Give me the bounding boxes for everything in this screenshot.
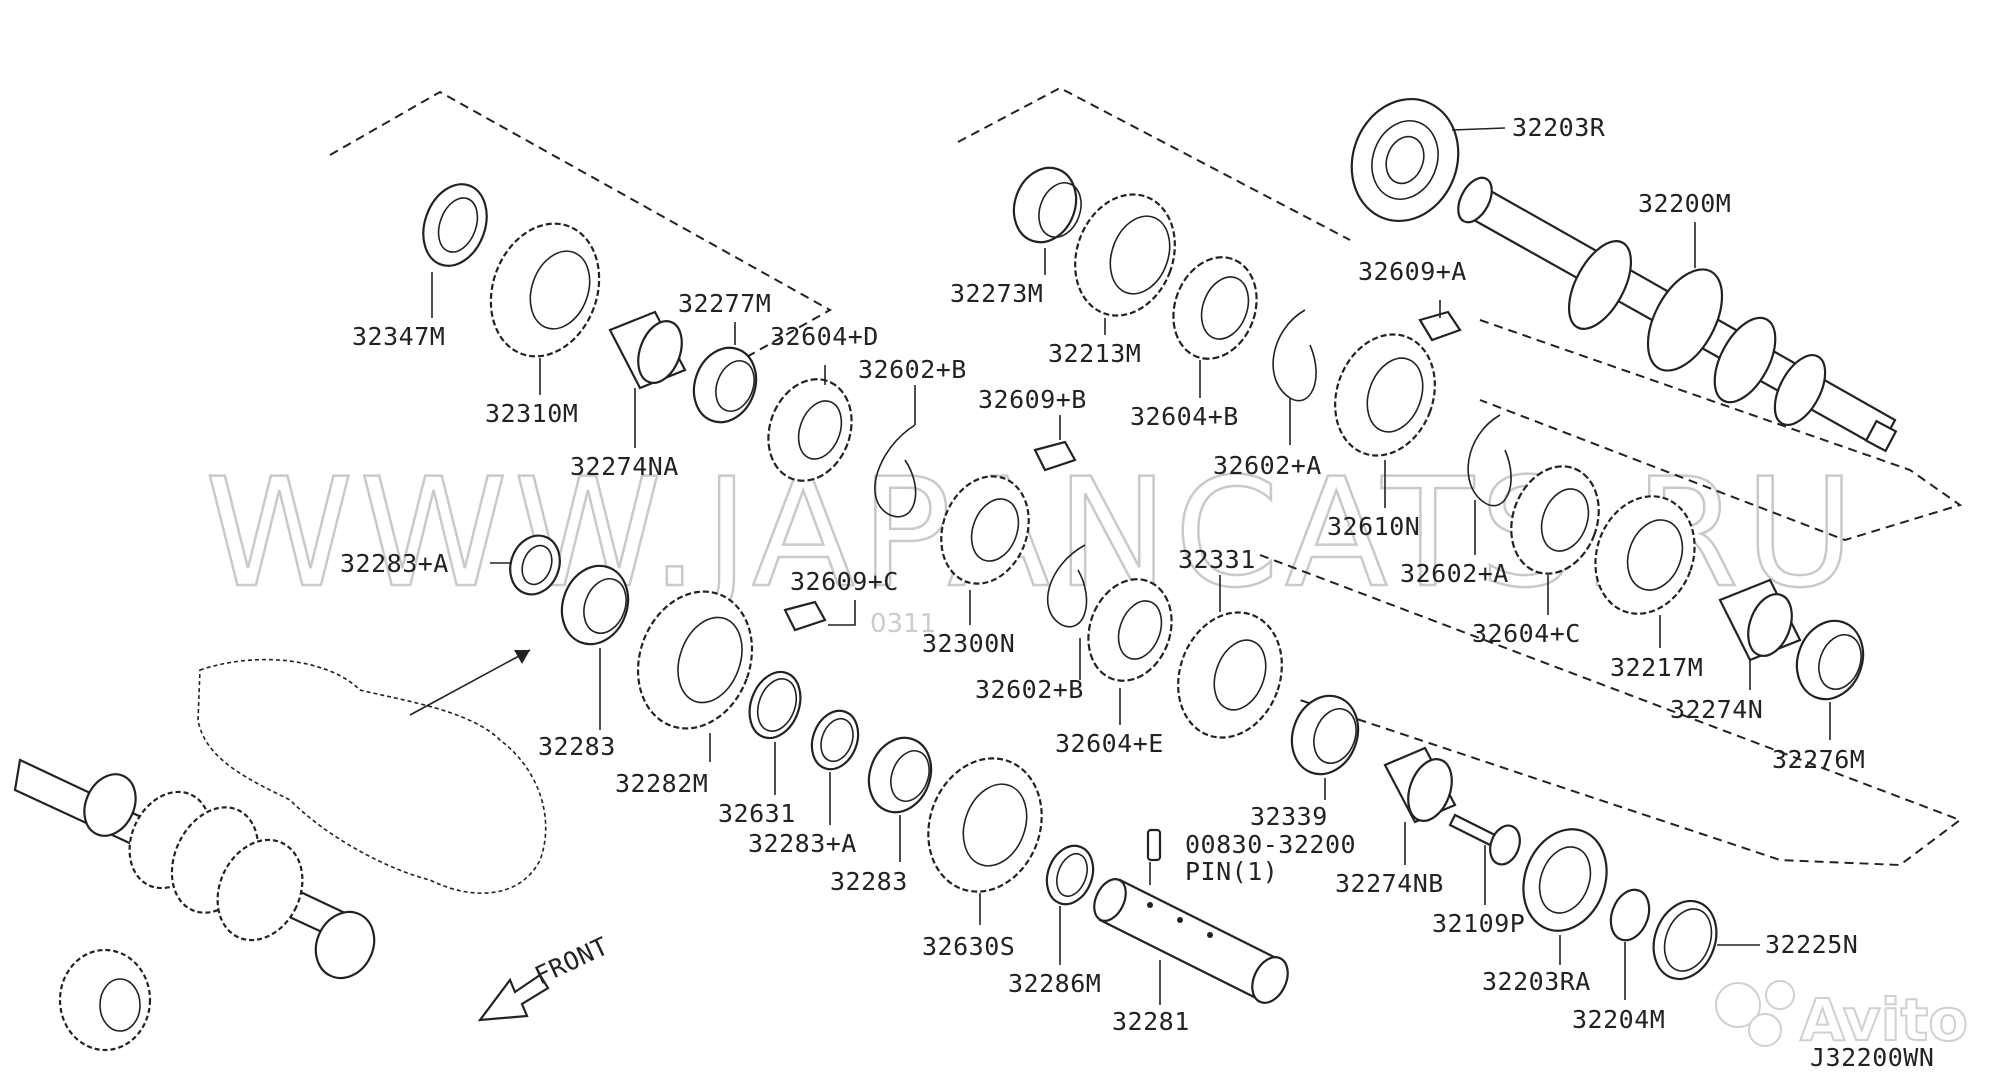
part-32217M-gear bbox=[1594, 495, 1696, 615]
callout-32283: 32283 bbox=[538, 732, 616, 761]
callout-32283-b: 32283 bbox=[830, 867, 908, 896]
callout-32203RA: 32203RA bbox=[1482, 967, 1591, 996]
part-32604D-hub bbox=[767, 378, 853, 482]
part-32604C-hub bbox=[1510, 465, 1600, 575]
callout-32204M: 32204M bbox=[1572, 1005, 1665, 1034]
part-32274NA-bushing bbox=[608, 310, 687, 390]
front-label: FRONT bbox=[530, 931, 613, 990]
callout-32274NB: 32274NB bbox=[1335, 869, 1444, 898]
part-32200M-mainshaft bbox=[1457, 176, 1898, 453]
part-32274NB-bushing bbox=[1383, 746, 1457, 824]
callout-32286M: 32286M bbox=[1008, 969, 1101, 998]
callout-32339: 32339 bbox=[1250, 802, 1328, 831]
part-32283-needle-bearing-b bbox=[867, 736, 933, 814]
part-32203R-bearing bbox=[1350, 97, 1460, 223]
callout-00830-32200: 00830-32200 bbox=[1185, 830, 1356, 859]
part-32609A-key-top bbox=[1418, 310, 1462, 342]
part-32283A-washer-mid bbox=[810, 709, 860, 771]
part-32609C-key bbox=[783, 600, 827, 632]
callout-32310M: 32310M bbox=[485, 399, 578, 428]
front-indicator: FRONT bbox=[477, 931, 613, 1022]
callout-32602B-top: 32602+B bbox=[858, 355, 967, 384]
callout-32225N: 32225N bbox=[1765, 930, 1858, 959]
part-32213M-gear bbox=[1074, 193, 1176, 317]
callout-32604B: 32604+B bbox=[1130, 402, 1239, 431]
part-32286M-washer bbox=[1045, 844, 1095, 906]
callout-32283A-mid: 32283+A bbox=[748, 829, 857, 858]
part-input-shaft-assembly bbox=[13, 758, 376, 1052]
avito-watermark-text: Avito bbox=[1800, 986, 1968, 1054]
part-32204M-snapring bbox=[1609, 888, 1651, 942]
callout-labels: 32203R 32200M 32609+A 32273M 32213M 3260… bbox=[340, 113, 1865, 1036]
part-32347M-thrust-washer bbox=[422, 183, 488, 267]
part-32276M-needle-bearing bbox=[1795, 619, 1865, 701]
part-32283-needle-bearing bbox=[560, 564, 630, 646]
part-32602A-snapring-top bbox=[1272, 309, 1317, 402]
callout-32610N: 32610N bbox=[1327, 512, 1420, 541]
direction-arrow bbox=[409, 649, 531, 716]
part-00830-pin bbox=[1146, 828, 1162, 862]
group-outline-lower-right bbox=[1259, 554, 1963, 867]
diagram-code: J32200WN bbox=[1810, 1043, 1934, 1072]
part-32610N-gear bbox=[1334, 333, 1436, 457]
group-outline-upper-left bbox=[329, 90, 833, 373]
group-outline-right bbox=[1479, 319, 1963, 542]
callout-32109P: 32109P bbox=[1432, 909, 1525, 938]
callout-32283A-left: 32283+A bbox=[340, 549, 449, 578]
callout-32273M: 32273M bbox=[950, 279, 1043, 308]
callout-32213M: 32213M bbox=[1048, 339, 1141, 368]
part-32602B-snapring-mid bbox=[1046, 544, 1088, 628]
leader-lines bbox=[431, 127, 1831, 1005]
callout-32631: 32631 bbox=[718, 799, 796, 828]
callout-32609C: 32609+C bbox=[790, 567, 899, 596]
part-32604E-hub bbox=[1087, 578, 1173, 682]
callout-32609B: 32609+B bbox=[978, 385, 1087, 414]
part-32300N-gear bbox=[940, 475, 1030, 585]
part-32630S-gear bbox=[927, 757, 1043, 893]
part-32609B-key bbox=[1033, 440, 1077, 472]
callout-32347M: 32347M bbox=[352, 322, 445, 351]
part-32225N-shim bbox=[1652, 899, 1718, 981]
part-32281-shaft bbox=[1093, 878, 1289, 1004]
callout-32217M: 32217M bbox=[1610, 653, 1703, 682]
callout-32609A-top: 32609+A bbox=[1358, 257, 1467, 286]
callout-32282M: 32282M bbox=[615, 769, 708, 798]
avito-watermark-logo: Avito bbox=[1715, 980, 1969, 1055]
callout-32203R: 32203R bbox=[1512, 113, 1606, 142]
part-32602B-snapring-top bbox=[874, 424, 917, 518]
callout-32274N: 32274N bbox=[1670, 695, 1763, 724]
part-32274N-bushing bbox=[1718, 578, 1802, 662]
callout-pin: PIN(1) bbox=[1185, 857, 1278, 886]
callout-32602A-top: 32602+A bbox=[1213, 451, 1322, 480]
part-32631-snapring bbox=[748, 670, 802, 740]
callout-32630S: 32630S bbox=[922, 932, 1015, 961]
callout-32300N: 32300N bbox=[922, 629, 1015, 658]
part-32273M-needle-bearing bbox=[1012, 166, 1082, 244]
watermark-code: 0311 bbox=[870, 609, 936, 639]
callout-32604C: 32604+C bbox=[1472, 619, 1581, 648]
part-32109P-bolt bbox=[1448, 813, 1521, 866]
part-32283A-washer-left bbox=[509, 534, 561, 596]
callout-32602A-mid: 32602+A bbox=[1400, 559, 1509, 588]
callout-32331: 32331 bbox=[1178, 545, 1256, 574]
group-outline-upper-right bbox=[957, 86, 1351, 241]
part-32602A-snapring-mid bbox=[1467, 414, 1512, 507]
callout-32602B-mid: 32602+B bbox=[975, 675, 1084, 704]
part-32203RA-bearing bbox=[1522, 828, 1608, 932]
part-32339-needle-bearing bbox=[1290, 694, 1360, 776]
part-32282M-gear bbox=[636, 590, 754, 730]
callout-32604D: 32604+D bbox=[770, 322, 879, 351]
part-32277M-needle-bearing bbox=[692, 346, 758, 424]
part-32604B-hub bbox=[1172, 256, 1258, 360]
callout-32604E: 32604+E bbox=[1055, 729, 1164, 758]
callout-32281: 32281 bbox=[1112, 1007, 1190, 1036]
callout-32277M: 32277M bbox=[678, 289, 771, 318]
callout-32274NA: 32274NA bbox=[570, 452, 679, 481]
part-32331-gear bbox=[1177, 611, 1283, 739]
callout-32276M: 32276M bbox=[1772, 745, 1865, 774]
part-32310M-gear bbox=[489, 222, 601, 358]
callout-32200M: 32200M bbox=[1638, 189, 1731, 218]
